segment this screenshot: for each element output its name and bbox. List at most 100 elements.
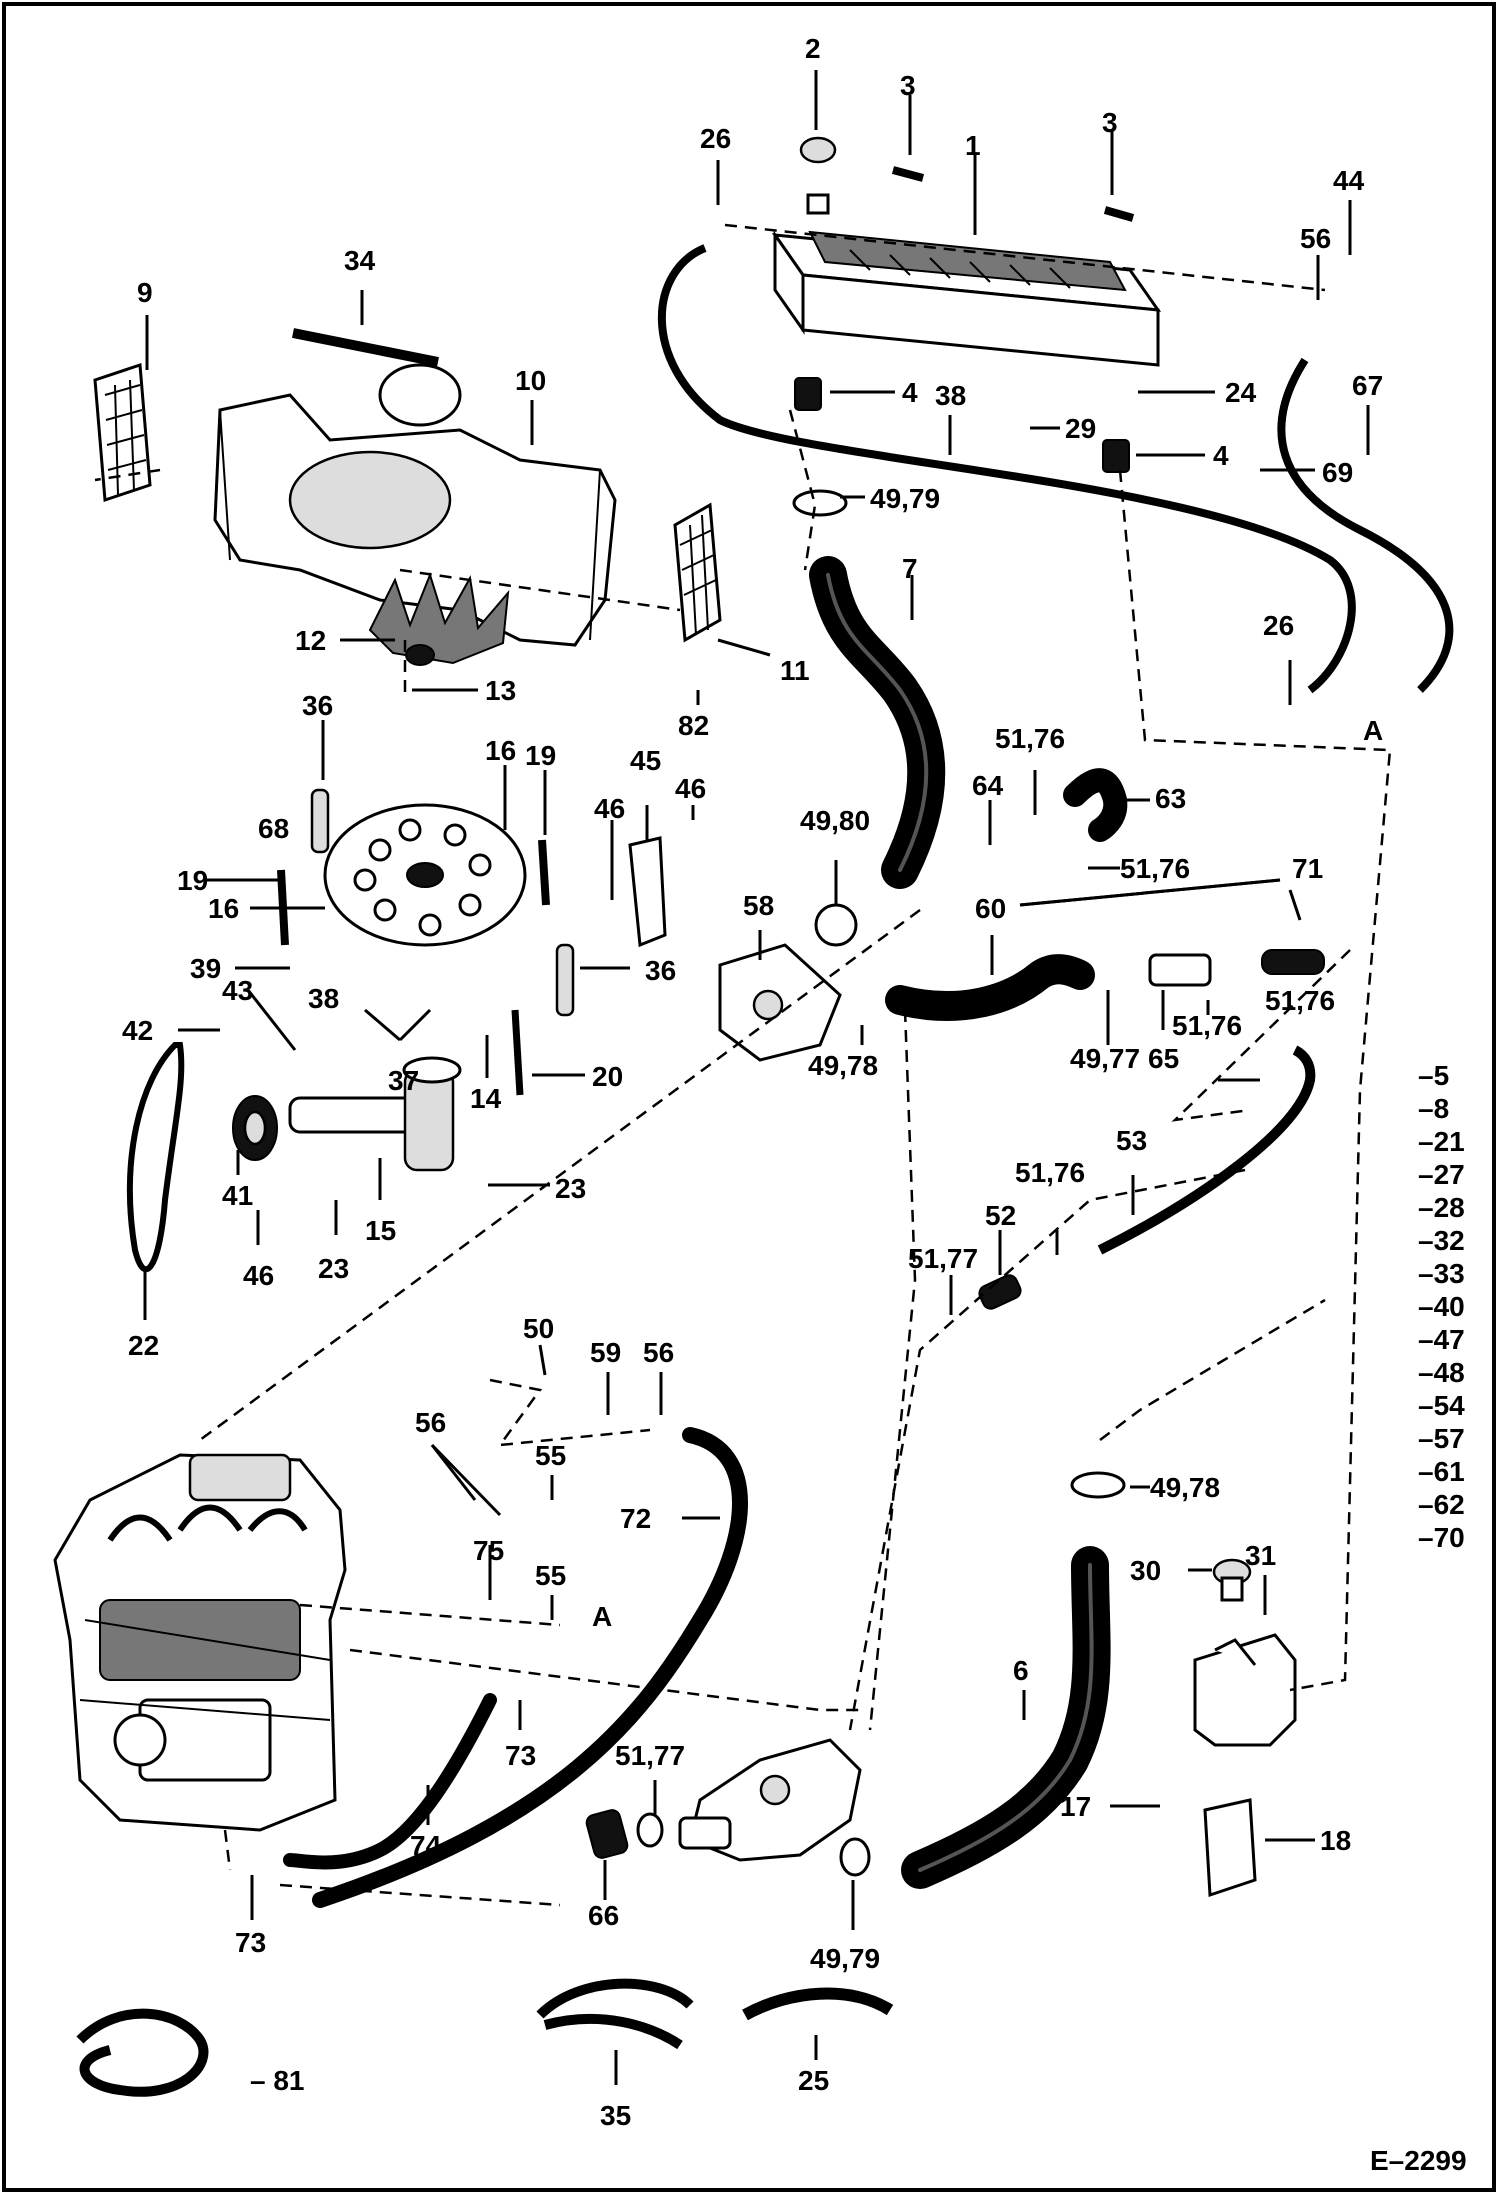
dash-line-5 [199, 908, 921, 1442]
side-item: –62 [1418, 1489, 1465, 1520]
callout-9: 9 [137, 277, 153, 308]
callout-16b: 16 [208, 893, 239, 924]
tube-69 [1277, 357, 1454, 693]
callout-26a: 26 [700, 123, 731, 154]
side-item: –61 [1418, 1456, 1465, 1487]
callout-11: 11 [780, 655, 810, 686]
hose-72 [312, 1427, 748, 1908]
callout-73b: 73 [235, 1927, 266, 1958]
callout-45: 45 [630, 745, 661, 776]
callout-73a: 73 [505, 1740, 536, 1771]
callout-10: 10 [515, 365, 546, 396]
callout-13: 13 [485, 675, 516, 706]
callout-24: 24 [1225, 377, 1257, 408]
callout-51-76b: 51,76 [1120, 853, 1190, 884]
hose-71 [1261, 949, 1325, 975]
hose-25 [742, 1987, 894, 2021]
fan-shroud [213, 393, 617, 647]
dash-line-15 [94, 468, 681, 612]
dash-line-10 [489, 1378, 651, 1447]
callout-26b: 26 [1263, 610, 1294, 641]
callout-63: 63 [1155, 783, 1186, 814]
side-item: –40 [1418, 1291, 1465, 1322]
callout-68: 68 [258, 813, 289, 844]
hose-66 [585, 1809, 629, 1859]
callout-42: 42 [122, 1015, 153, 1046]
callout-51-77a: 51,77 [908, 1243, 978, 1274]
callout-52: 52 [985, 1200, 1016, 1231]
spacer-36b [555, 943, 575, 1017]
dash-line-3 [1118, 469, 1392, 1692]
side-item: –21 [1418, 1126, 1465, 1157]
callout-1: 1 [965, 130, 981, 161]
callout-75: 75 [473, 1535, 504, 1566]
hose-74 [283, 1693, 497, 1870]
spring-3b [1103, 206, 1135, 222]
callout-3a: 3 [900, 70, 916, 101]
callout-36b: 36 [645, 955, 676, 986]
callout-51-76d: 51,76 [1265, 985, 1335, 1016]
clamp-51-77-lower [636, 1812, 664, 1848]
callout-44: 44 [1333, 165, 1365, 196]
callout-60: 60 [975, 893, 1006, 924]
leader-lines [143, 70, 1370, 2085]
callout-49-78a: 49,78 [808, 1050, 878, 1081]
side-parts-list: –5 –8 –21 –27 –28 –32 –33 –40 –47 –48 –5… [1418, 1060, 1465, 1553]
water-outlet [678, 1738, 862, 1862]
callout-56a: 56 [1300, 223, 1331, 254]
callout-74: 74 [410, 1830, 442, 1861]
callout-49-80: 49,80 [800, 805, 870, 836]
callout-A1: A [1363, 715, 1383, 746]
clamp-49-80 [814, 903, 858, 947]
callout-46b: 46 [594, 793, 625, 824]
callout-30: 30 [1130, 1555, 1161, 1586]
callout-19a: 19 [525, 740, 556, 771]
callout-22: 22 [128, 1330, 159, 1361]
callout-23b: 23 [318, 1253, 349, 1284]
side-item: –48 [1418, 1357, 1465, 1388]
callout-53: 53 [1116, 1125, 1147, 1156]
callout-25: 25 [798, 2065, 829, 2096]
isolator-4a [794, 377, 822, 411]
dash-line-9 [1099, 1298, 1326, 1441]
hose-63 [1063, 768, 1128, 842]
bracket-45 [628, 836, 667, 948]
hose-35 [536, 1978, 694, 2050]
hose-52 [978, 1274, 1022, 1310]
callout-16a: 16 [485, 735, 516, 766]
dash-line-8 [848, 1168, 1246, 1731]
callout-31: 31 [1245, 1540, 1276, 1571]
callout-56b: 56 [643, 1337, 674, 1368]
spacer-36a [310, 788, 330, 854]
callout-15: 15 [365, 1215, 396, 1246]
callouts: 2 3 3 26 1 44 56 34 9 10 4 38 24 67 29 4… [122, 33, 1383, 2131]
callout-41: 41 [222, 1180, 253, 1211]
hose-60 [885, 954, 1095, 1021]
figure-code: E–2299 [1370, 2145, 1467, 2176]
isolator-4b [1102, 439, 1130, 473]
side-item: –32 [1418, 1225, 1465, 1256]
callout-39: 39 [190, 953, 221, 984]
callout-51-76c: 51,76 [1172, 1010, 1242, 1041]
callout-34: 34 [344, 245, 376, 276]
engine-block [53, 1453, 347, 1832]
callout-66: 66 [588, 1900, 619, 1931]
callout-19b: 19 [177, 865, 208, 896]
callout-49-78b: 49,78 [1150, 1472, 1220, 1503]
callout-29: 29 [1065, 413, 1096, 444]
callout-4b: 4 [1213, 440, 1229, 471]
dash-line-7 [868, 1009, 917, 1731]
callout-69: 69 [1322, 457, 1353, 488]
callout-81: – 81 [250, 2065, 305, 2096]
callout-20: 20 [592, 1061, 623, 1092]
callout-71: 71 [1292, 853, 1323, 884]
side-item: –70 [1418, 1522, 1465, 1553]
clamp-49-79-top [792, 489, 848, 517]
dash-line-6 [1171, 949, 1351, 1122]
callout-51-76e: 51,76 [1015, 1157, 1085, 1188]
side-item: –28 [1418, 1192, 1465, 1223]
callout-82: 82 [678, 710, 709, 741]
fan-belt [127, 1042, 185, 1273]
